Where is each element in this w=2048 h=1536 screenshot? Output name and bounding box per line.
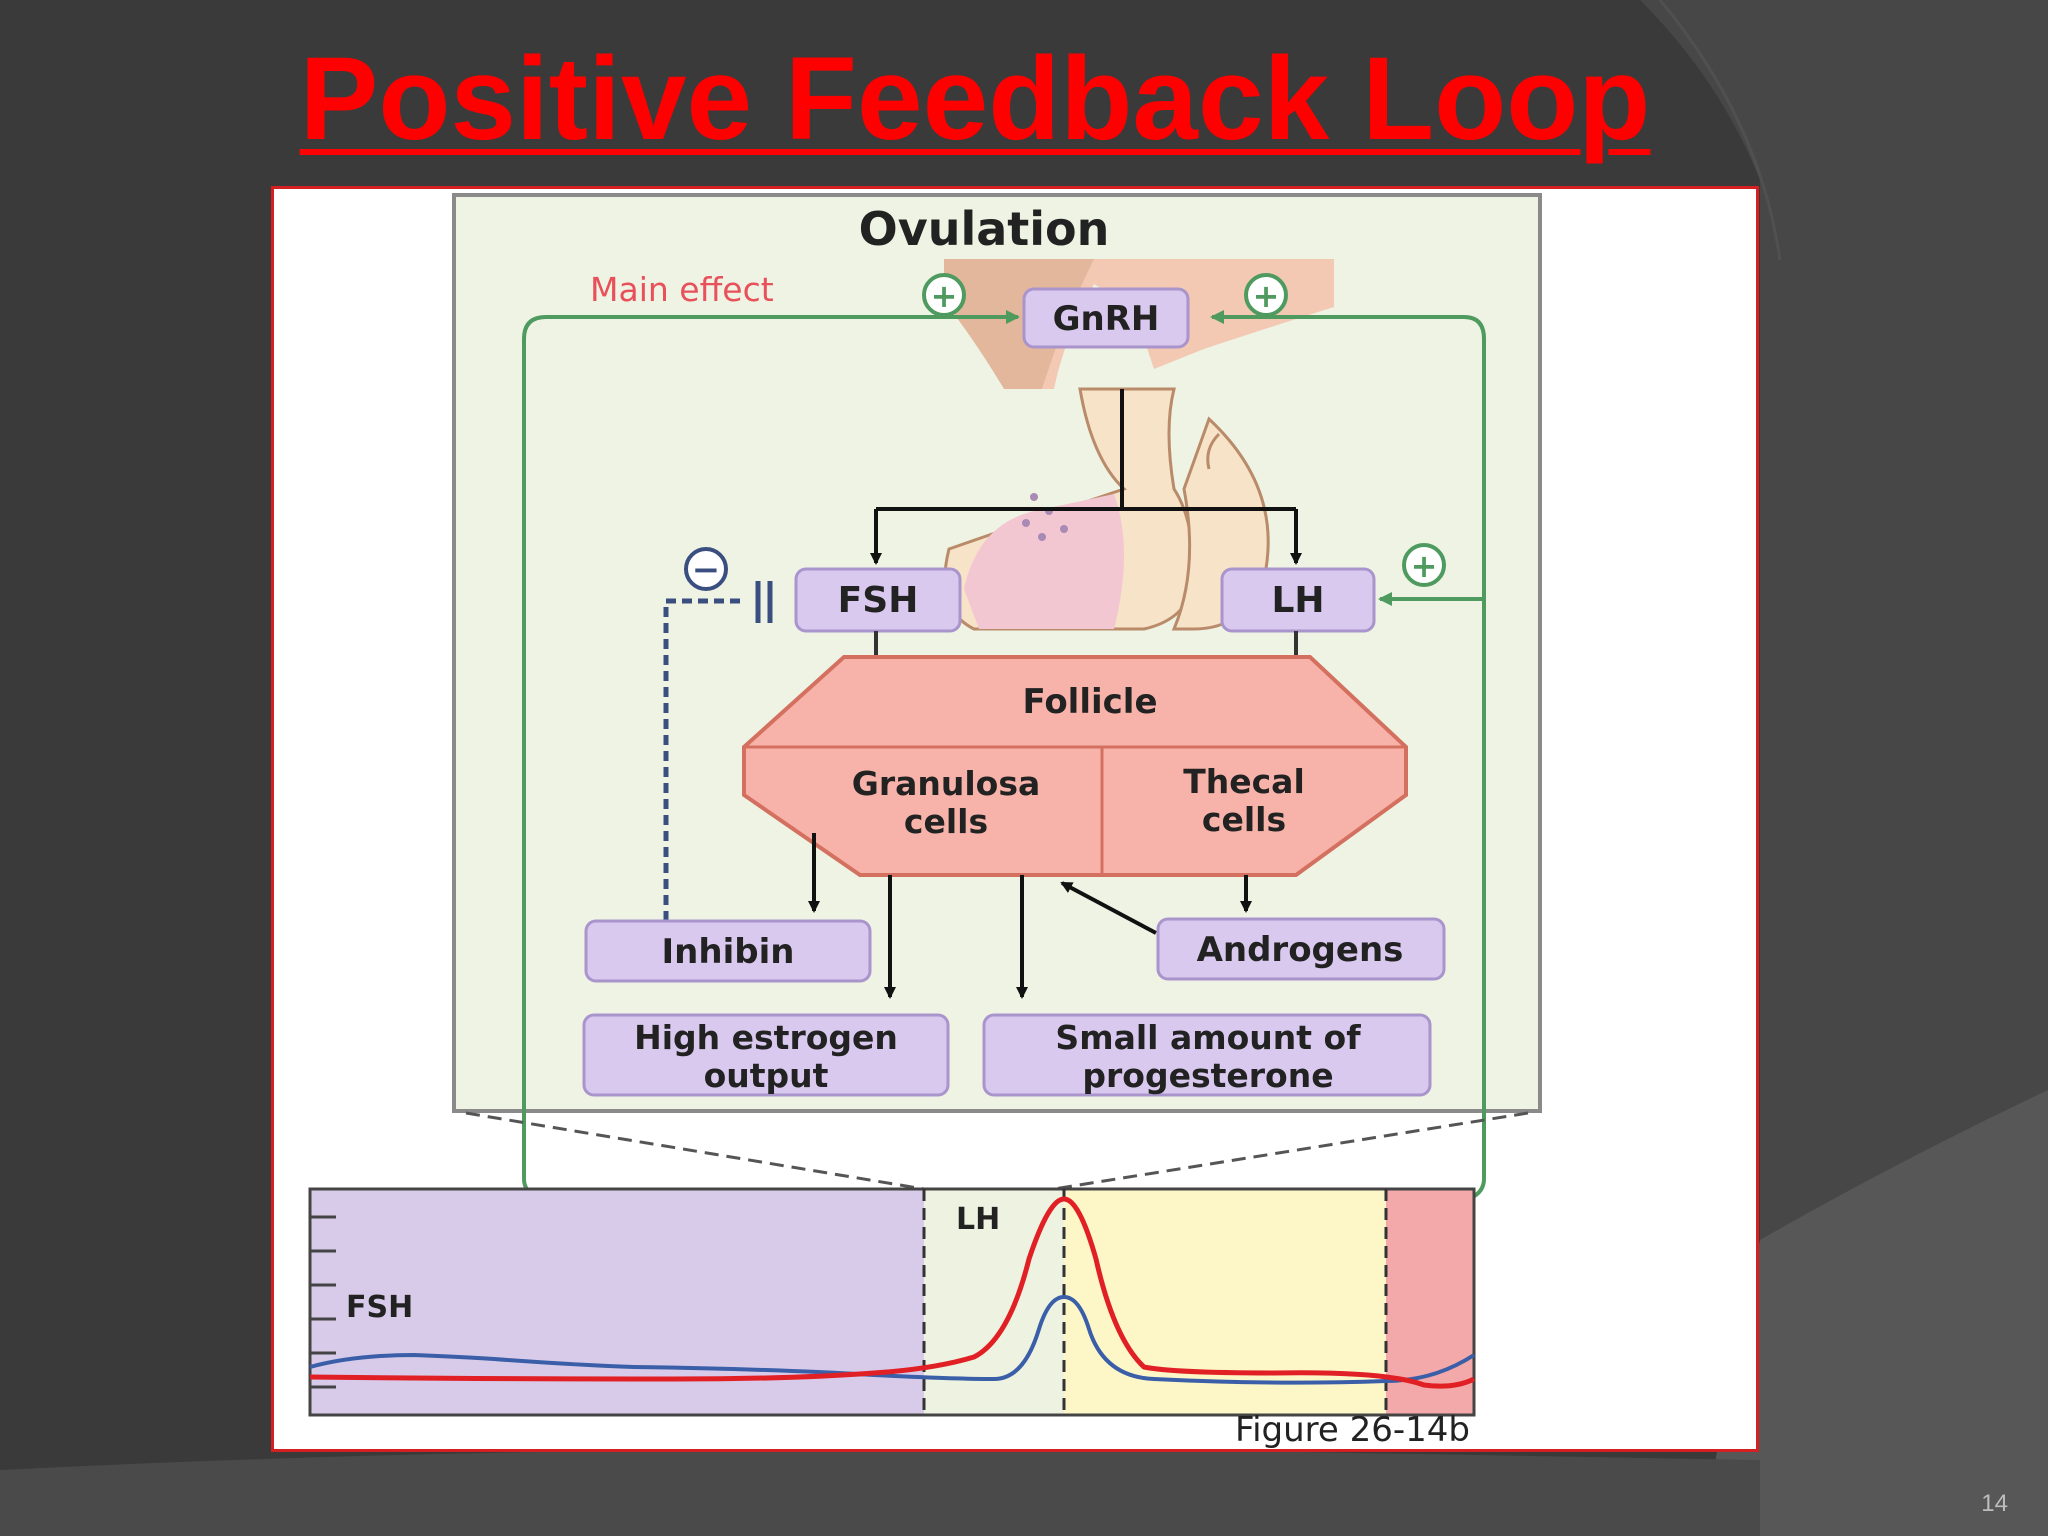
- progesterone-label-line2: progesterone: [1082, 1056, 1333, 1095]
- follicle-label: Follicle: [1022, 682, 1157, 722]
- granulosa-label-line2: cells: [904, 802, 988, 841]
- gnrh-box: [1022, 287, 1190, 349]
- inhibin-negative-feedback: [663, 598, 744, 921]
- thecal-label-line1: Thecal: [1183, 762, 1305, 801]
- graph-fsh-label: FSH: [346, 1290, 413, 1325]
- page-number: 14: [1981, 1490, 2008, 1517]
- svg-text:+: +: [1411, 547, 1438, 585]
- figure-frame: Ovulation Main effect +: [271, 186, 1759, 1452]
- ovulation-diagram: Ovulation Main effect +: [308, 193, 1542, 1449]
- estrogen-label-line1: High estrogen: [634, 1018, 898, 1057]
- plus-sign-icon: +: [1402, 543, 1446, 587]
- lh-curve: [309, 1196, 1476, 1389]
- main-effect-label: Main effect: [590, 270, 774, 309]
- androgens-box: [1156, 917, 1446, 981]
- gnrh-label: GnRH: [1053, 299, 1160, 339]
- inhibin-box: [584, 919, 872, 983]
- svg-text:−: −: [692, 550, 721, 590]
- lh-label: LH: [1271, 580, 1324, 621]
- slide-title: Positive Feedback Loop: [299, 33, 1651, 165]
- graph-lh-label: LH: [956, 1202, 1000, 1237]
- plus-sign-icon: +: [922, 273, 966, 317]
- fsh-label: FSH: [838, 580, 919, 621]
- follicle-shape: [742, 655, 1408, 877]
- figure-caption: Figure 26-14b: [1235, 1410, 1470, 1449]
- thecal-label-line2: cells: [1202, 800, 1286, 839]
- minus-sign-icon: −: [684, 547, 728, 591]
- fsh-curve: [309, 1294, 1476, 1385]
- svg-text:+: +: [1253, 277, 1280, 315]
- hormone-level-graph: LH FSH: [308, 1187, 1476, 1417]
- androgens-label: Androgens: [1197, 930, 1404, 970]
- panel-title: Ovulation: [859, 202, 1110, 256]
- granulosa-label-line1: Granulosa: [852, 764, 1041, 803]
- svg-text:+: +: [931, 277, 958, 315]
- estrogen-box: [582, 1013, 950, 1097]
- estrogen-label-line2: output: [704, 1056, 829, 1095]
- progesterone-box: [982, 1013, 1432, 1097]
- plus-sign-icon: +: [1244, 273, 1288, 317]
- progesterone-label-line1: Small amount of: [1055, 1018, 1361, 1057]
- inhibin-label: Inhibin: [662, 932, 795, 972]
